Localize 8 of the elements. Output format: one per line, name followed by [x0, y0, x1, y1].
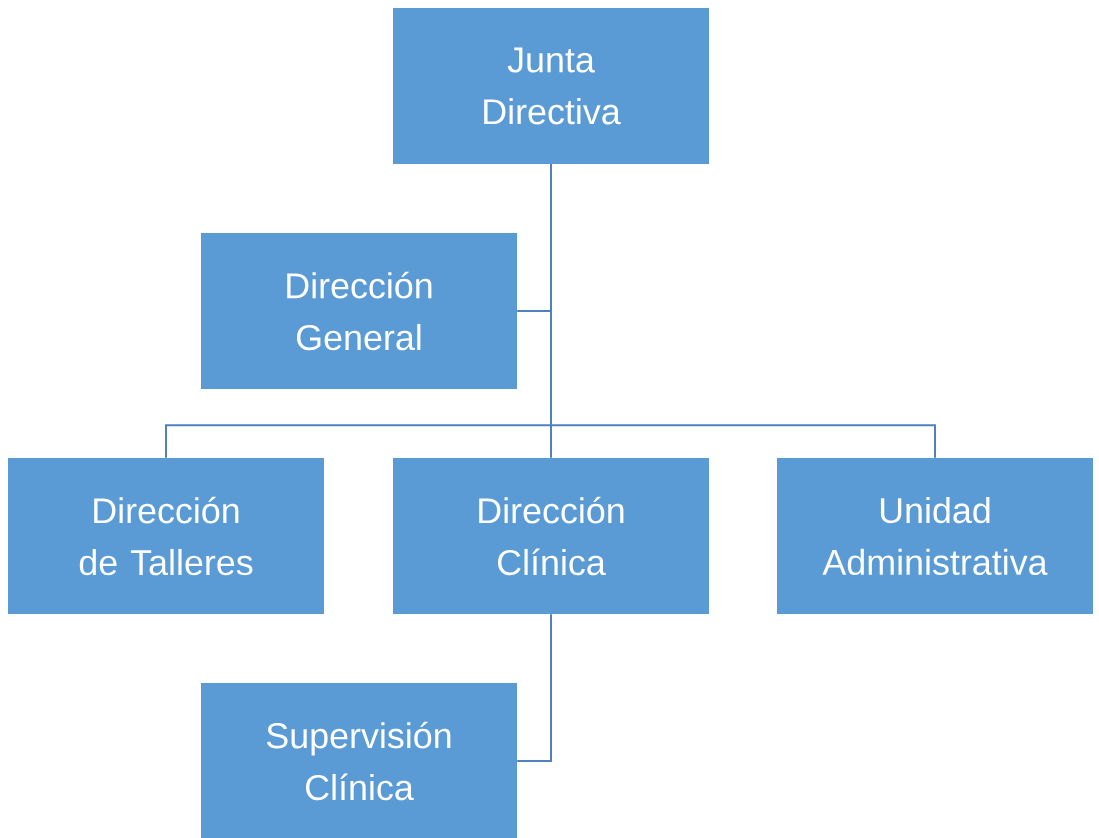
- org-box: Dirección General: [201, 233, 517, 389]
- org-box: Dirección de Talleres: [8, 458, 324, 614]
- org-box: Supervisión Clínica: [201, 683, 517, 838]
- org-box: Dirección Clínica: [393, 458, 709, 614]
- org-box: Unidad Administrativa: [777, 458, 1093, 614]
- connector-line: [516, 613, 552, 762]
- org-box: Junta Directiva: [393, 8, 709, 164]
- connector-line: [550, 163, 936, 459]
